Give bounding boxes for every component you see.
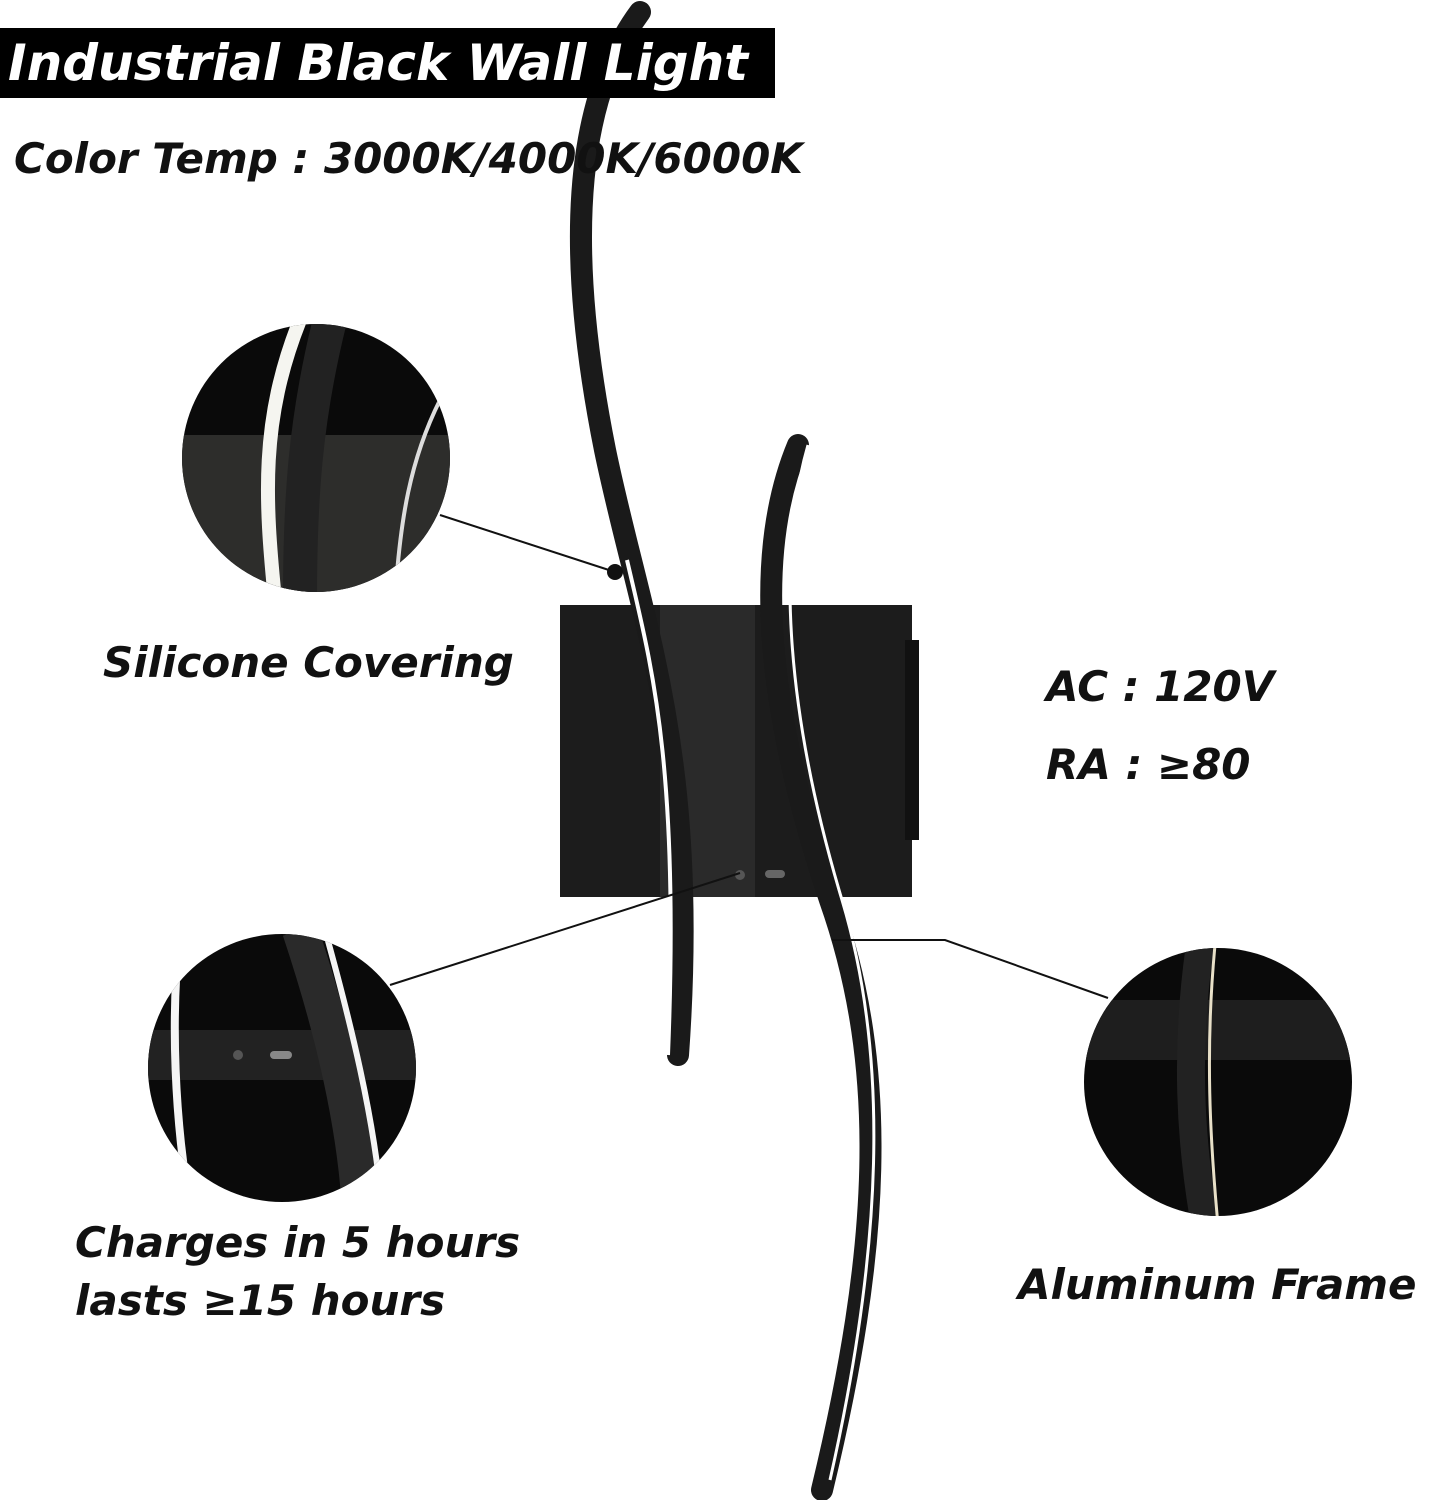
- callout-dot: [607, 564, 623, 580]
- short-light-bar: [760, 434, 882, 1500]
- detail-circle-charging: [148, 934, 416, 1202]
- leader-line-charging: [389, 872, 741, 986]
- long-light-bar: [569, 1, 694, 1066]
- charge-time-label: Charges in 5 hours: [75, 1218, 521, 1267]
- detail-circle-silicone: [182, 324, 450, 592]
- battery-life-label: lasts ≥15 hours: [75, 1276, 446, 1325]
- detail-circle-frame: [1084, 948, 1352, 1216]
- silicone-label: Silicone Covering: [103, 638, 514, 687]
- product-title: Industrial Black Wall Light: [0, 28, 775, 98]
- frame-label: Aluminum Frame: [1018, 1260, 1417, 1309]
- ra-spec: RA : ≥80: [1046, 740, 1251, 789]
- leader-line-silicone: [439, 514, 616, 573]
- voltage-spec: AC : 120V: [1046, 662, 1275, 711]
- color-temp-spec: Color Temp : 3000K/4000K/6000K: [14, 134, 803, 183]
- mounting-plate: [560, 605, 919, 897]
- leader-line-frame: [832, 939, 1109, 999]
